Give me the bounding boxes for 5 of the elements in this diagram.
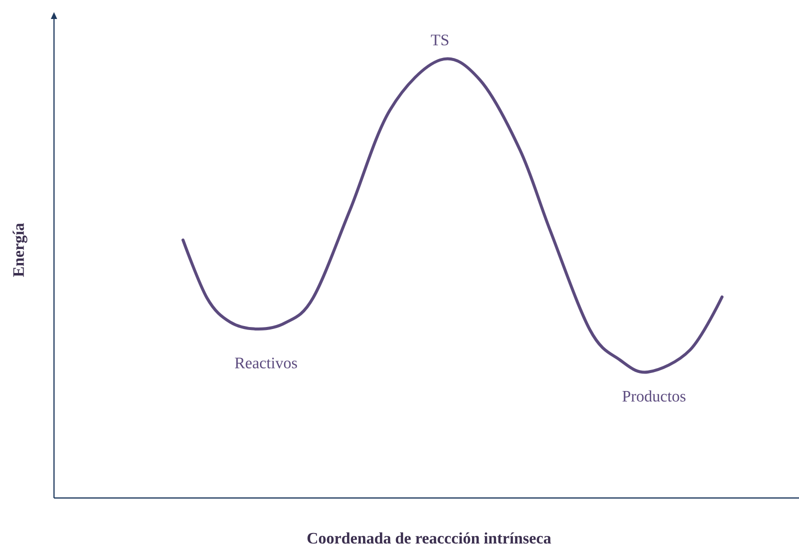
minimum-label: Reactivos <box>234 358 297 368</box>
axis-title: Energía <box>12 223 28 277</box>
axis-title: Coordenada de reaccción intrínseca <box>308 532 552 544</box>
peak-label: TS <box>430 34 448 46</box>
minimum-label: Productos <box>622 390 686 402</box>
